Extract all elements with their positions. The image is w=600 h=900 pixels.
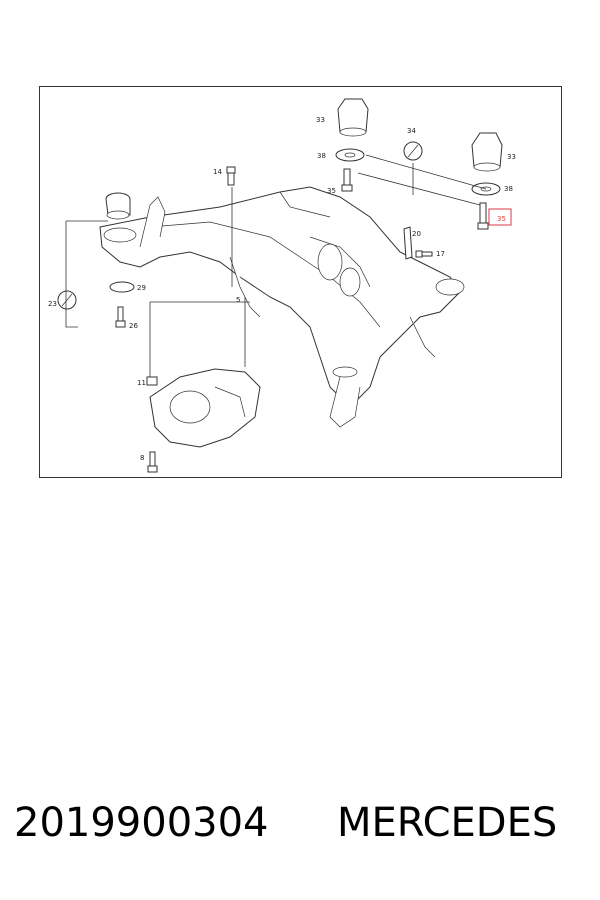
washer-38-left-hole <box>344 152 356 158</box>
bushing-left <box>105 192 131 220</box>
callout-34: 34 <box>407 127 416 135</box>
caption: 2019900304 MERCEDES <box>0 800 600 860</box>
parts-diagram: 33 33 34 38 38 35 35 14 20 17 23 29 26 5… <box>39 86 562 478</box>
subframe-drawing: 33 33 34 38 38 35 35 14 20 17 23 29 26 5… <box>48 98 516 473</box>
callout-23: 23 <box>48 300 57 308</box>
callout-29: 29 <box>137 284 146 292</box>
bushing-29 <box>109 281 135 293</box>
wrench-34 <box>403 141 423 161</box>
nut-11 <box>146 376 158 386</box>
bolt-14 <box>226 166 236 186</box>
rear-subframe <box>99 186 465 428</box>
mount-33-right <box>471 132 503 172</box>
callout-5: 5 <box>236 296 240 304</box>
callout-38a: 38 <box>317 152 326 160</box>
callout-8: 8 <box>140 454 144 462</box>
callout-17: 17 <box>436 250 445 258</box>
part-number: 2019900304 <box>14 800 269 846</box>
bolt-17 <box>415 250 433 258</box>
callout-35b: 35 <box>497 215 506 223</box>
bolt-35-left <box>341 168 353 192</box>
wrench-23 <box>57 290 77 310</box>
callout-33a: 33 <box>316 116 325 124</box>
bolt-35-right <box>477 202 489 230</box>
callout-20: 20 <box>412 230 421 238</box>
mount-33-left <box>337 98 369 137</box>
callout-35a: 35 <box>327 187 336 195</box>
callout-26: 26 <box>129 322 138 330</box>
callout-11: 11 <box>137 379 146 387</box>
bolt-8 <box>147 451 158 473</box>
highlight-box <box>488 208 512 226</box>
callout-33b: 33 <box>507 153 516 161</box>
callout-14: 14 <box>213 168 222 176</box>
differential <box>149 368 261 448</box>
bolt-26 <box>115 306 126 328</box>
callout-38b: 38 <box>504 185 513 193</box>
bracket-20 <box>403 226 413 260</box>
leader-lines <box>65 154 487 377</box>
brand-name: MERCEDES <box>337 800 558 846</box>
